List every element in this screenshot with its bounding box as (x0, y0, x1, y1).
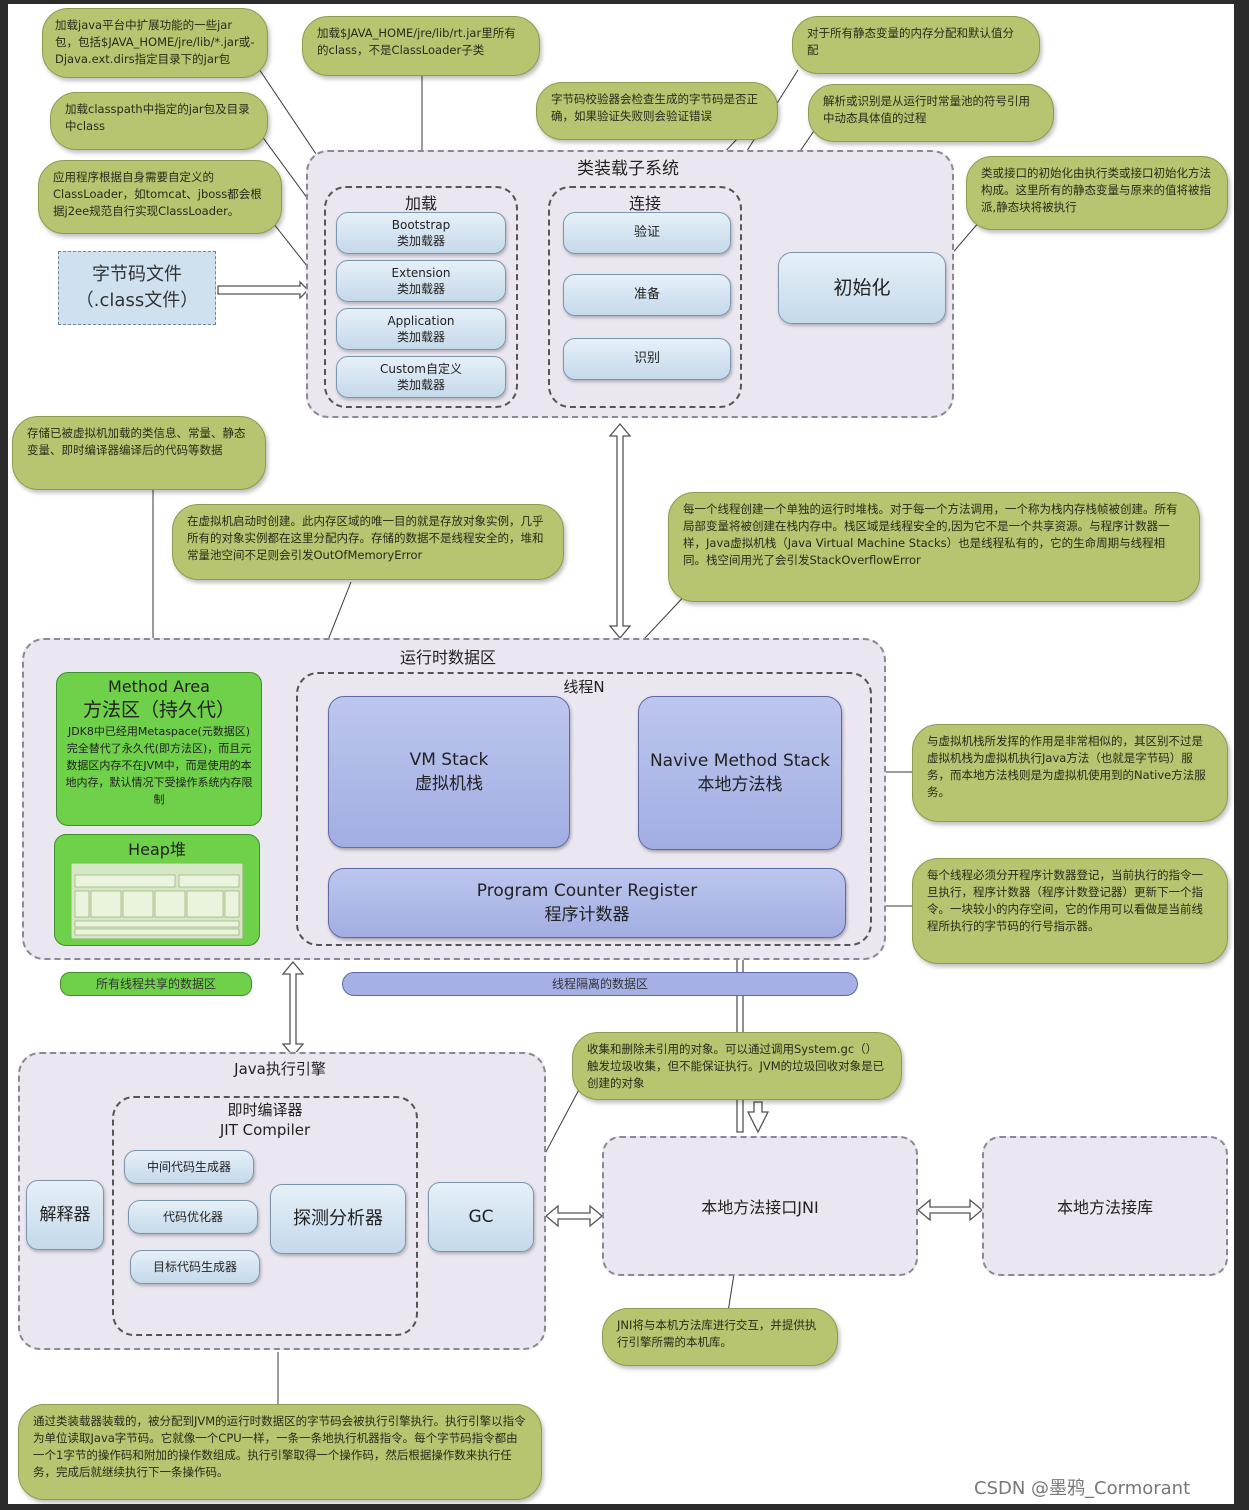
note-method-area: 存储已被虚拟机加载的类信息、常量、静态变量、即时编译器编译后的代码等数据 (12, 416, 266, 490)
thread-title: 线程N (563, 678, 605, 696)
jit-intermediate-codegen: 中间代码生成器 (124, 1150, 254, 1184)
note-execution-engine: 通过类装载器装载的，被分配到JVM的运行时数据区的字节码会被执行引擎执行。执行引… (18, 1404, 542, 1500)
engine-title: Java执行引擎 (234, 1060, 326, 1078)
linking-title: 连接 (628, 194, 661, 213)
loading-title: 加载 (404, 194, 437, 213)
vm-stack-box: VM Stack 虚拟机栈 (328, 696, 570, 848)
method-area-desc: JDK8中已经用Metaspace(元数据区)完全替代了永久代(即方法区)，而且… (65, 725, 253, 806)
note-vm-stack: 每一个线程创建一个单独的运行时堆栈。对于每一个方法调用，一个称为栈内存栈帧被创建… (668, 492, 1200, 602)
loader-application: Application 类加载器 (336, 308, 506, 350)
note-native-stack: 与虚拟机栈所发挥的作用是非常相似的，其区别不过是虚拟机栈为虚拟机执行Java方法… (912, 724, 1228, 822)
csdn-watermark: CSDN @墨鸦_Cormorant (974, 1478, 1191, 1499)
linking-verify: 验证 (563, 212, 731, 254)
jit-code-optimizer: 代码优化器 (128, 1200, 258, 1234)
loader-bootstrap-zh: 类加载器 (396, 234, 445, 248)
heap-box: Heap堆 (54, 834, 260, 946)
pc-register-zh: 程序计数器 (544, 905, 630, 925)
loading-group (324, 186, 518, 408)
loader-bootstrap: Bootstrap 类加载器 (336, 212, 506, 254)
heap-structure-illustration (71, 863, 243, 939)
vm-stack-zh: 虚拟机栈 (415, 774, 483, 794)
vm-stack-en: VM Stack (409, 750, 489, 770)
native-stack-box: Navive Method Stack 本地方法栈 (638, 696, 842, 850)
linking-group (548, 186, 742, 408)
note-classpath-loader: 加载classpath中指定的jar包及目录中class (50, 92, 268, 150)
isolated-area-label: 线程隔离的数据区 (342, 972, 858, 996)
native-library-box: 本地方法接库 (982, 1136, 1228, 1276)
note-verify: 字节码校验器会检查生成的字节码是否正确，如果验证失败则会验证错误 (536, 82, 778, 140)
loader-extension-zh: 类加载器 (396, 282, 445, 296)
note-bootstrap-loader: 加载$JAVA_HOME/jre/lib/rt.jar里所有的class，不是C… (302, 16, 540, 76)
note-resolve: 解析或识别是从运行时常量池的符号引用中动态具体值的过程 (808, 84, 1054, 142)
loader-bootstrap-en: Bootstrap (391, 218, 451, 232)
note-gc: 收集和删除未引用的对象。可以通过调用System.gc（）触发垃圾收集，但不能保… (572, 1032, 902, 1100)
jni-box: 本地方法接口JNI (602, 1136, 918, 1276)
thread-group (296, 672, 872, 946)
linking-resolve: 识别 (563, 338, 731, 380)
method-area-zh: 方法区（持久代） (82, 699, 235, 721)
jit-title-zh: 即时编译器 (227, 1101, 303, 1119)
profiler-box: 探测分析器 (270, 1184, 406, 1254)
interpreter-box: 解释器 (26, 1180, 104, 1250)
jit-title-en: JIT Compiler (219, 1121, 311, 1139)
jit-target-codegen: 目标代码生成器 (130, 1250, 260, 1284)
loader-custom-en: Custom自定义 (380, 362, 462, 376)
gc-box: GC (428, 1182, 534, 1252)
bytecode-line1: 字节码文件 (92, 264, 182, 285)
native-stack-zh: 本地方法栈 (697, 775, 783, 795)
method-area-en: Method Area (108, 677, 210, 696)
loader-extension-en: Extension (391, 266, 451, 280)
loader-application-en: Application (387, 314, 455, 328)
note-initialization: 类或接口的初始化由执行类或接口初始化方法构成。这里所有的静态变量与原来的值将被指… (966, 156, 1228, 230)
note-prepare: 对于所有静态变量的内存分配和默认值分配 (792, 16, 1040, 74)
method-area-box: Method Area 方法区（持久代） JDK8中已经用Metaspace(元… (56, 672, 262, 826)
native-stack-en: Navive Method Stack (649, 751, 831, 771)
loader-application-zh: 类加载器 (396, 330, 445, 344)
shared-area-label: 所有线程共享的数据区 (60, 972, 252, 996)
note-custom-loader: 应用程序根据自身需要自定义的ClassLoader，如tomcat、jboss都… (38, 160, 282, 234)
loader-custom: Custom自定义 类加载器 (336, 356, 506, 398)
note-jni: JNI将与本机方法库进行交互，并提供执行引擎所需的本机库。 (602, 1308, 838, 1366)
loader-custom-zh: 类加载器 (396, 378, 445, 392)
diagram-canvas: 类装载子系统 加载 Bootstrap 类加载器 Extension 类加载器 … (8, 4, 1234, 1504)
runtime-title: 运行时数据区 (399, 648, 496, 667)
jit-title: 即时编译器 JIT Compiler (188, 1100, 342, 1140)
pc-register-en: Program Counter Register (476, 881, 698, 901)
note-heap: 在虚拟机启动时创建。此内存区域的唯一目的就是存放对象实例，几乎所有的对象实例都在… (172, 504, 564, 580)
bytecode-file-box: 字节码文件 （.class文件） (58, 251, 216, 325)
classloader-title: 类装载子系统 (577, 159, 679, 179)
heap-title: Heap堆 (128, 840, 186, 859)
loader-extension: Extension 类加载器 (336, 260, 506, 302)
note-extension-loader: 加载java平台中扩展功能的一些jar包，包括$JAVA_HOME/jre/li… (42, 8, 268, 78)
jit-group (112, 1096, 418, 1336)
initialization-box: 初始化 (778, 252, 946, 324)
bytecode-line2: （.class文件） (75, 290, 199, 311)
pc-register-box: Program Counter Register 程序计数器 (328, 868, 846, 938)
note-pc-register: 每个线程必须分开程序计数器登记，当前执行的指令一旦执行，程序计数器（程序计数登记… (912, 858, 1228, 964)
linking-prepare: 准备 (563, 274, 731, 316)
